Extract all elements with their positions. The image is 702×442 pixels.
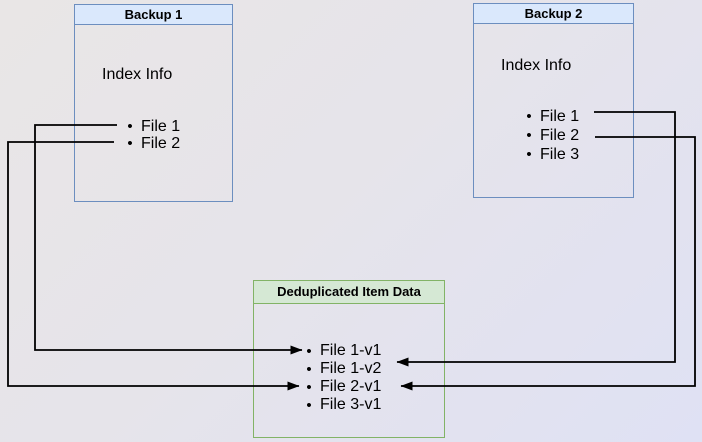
file-label: File 1-v1 xyxy=(320,342,382,359)
bullet-icon: • xyxy=(306,378,312,396)
file-label: File 1 xyxy=(141,117,181,135)
bullet-icon: • xyxy=(127,118,133,135)
bullet-icon: • xyxy=(306,360,312,378)
backup1-box: Backup 1 Index Info • File 1 • File 2 xyxy=(74,4,233,202)
bullet-icon: • xyxy=(526,108,532,125)
bullet-icon: • xyxy=(306,342,312,360)
bullet-icon: • xyxy=(306,396,312,414)
backup1-title-bar: Backup 1 xyxy=(75,5,232,25)
dedup-file-item: • File 1-v1 xyxy=(302,342,381,360)
backup2-title-bar: Backup 2 xyxy=(474,4,633,24)
file-label: File 3 xyxy=(540,145,580,163)
backup2-file-list: • File 1 • File 2 • File 3 xyxy=(522,107,579,164)
dedup-file-item: • File 1-v2 xyxy=(302,360,381,378)
dedup-file-item: • File 2-v1 xyxy=(302,378,381,396)
backup2-index-info-heading: Index Info xyxy=(501,57,572,74)
backup2-file-item: • File 2 xyxy=(522,126,579,145)
backup2-file-item: • File 3 xyxy=(522,145,579,164)
backup1-file-item: • File 2 xyxy=(123,134,181,153)
file-label: File 1-v2 xyxy=(320,360,382,377)
bullet-icon: • xyxy=(526,127,532,144)
backup1-file-list: • File 1 • File 2 xyxy=(123,117,181,153)
backup2-box: Backup 2 Index Info • File 1 • File 2 • … xyxy=(473,3,634,198)
backup1-index-info-heading: Index Info xyxy=(102,66,173,83)
dedup-title-bar: Deduplicated Item Data xyxy=(254,281,444,304)
bullet-icon: • xyxy=(127,135,133,152)
file-label: File 2 xyxy=(540,126,580,144)
backup2-file-item: • File 1 xyxy=(522,107,579,126)
bullet-icon: • xyxy=(526,146,532,163)
file-label: File 2-v1 xyxy=(320,378,382,395)
deduplicated-item-data-box: Deduplicated Item Data • File 1-v1 • Fil… xyxy=(253,280,445,438)
dedup-file-item: • File 3-v1 xyxy=(302,396,381,414)
file-label: File 2 xyxy=(141,134,181,152)
file-label: File 3-v1 xyxy=(320,396,382,413)
dedup-file-list: • File 1-v1 • File 1-v2 • File 2-v1 • Fi… xyxy=(302,342,381,414)
file-label: File 1 xyxy=(540,107,580,125)
backup1-file-item: • File 1 xyxy=(123,117,181,136)
